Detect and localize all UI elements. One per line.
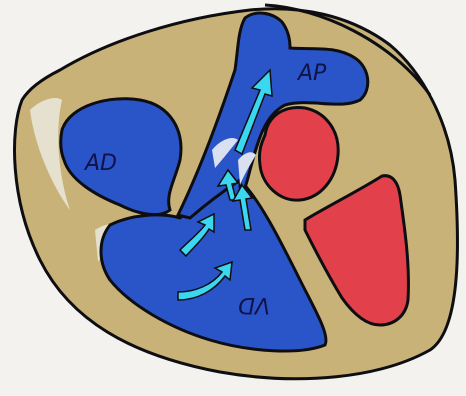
left-atrium-red-chamber (259, 107, 338, 200)
left-atrium-label: AD (83, 151, 117, 176)
ventricle-label: VD (238, 292, 270, 317)
pulmonary-artery-label: AP (296, 61, 327, 86)
